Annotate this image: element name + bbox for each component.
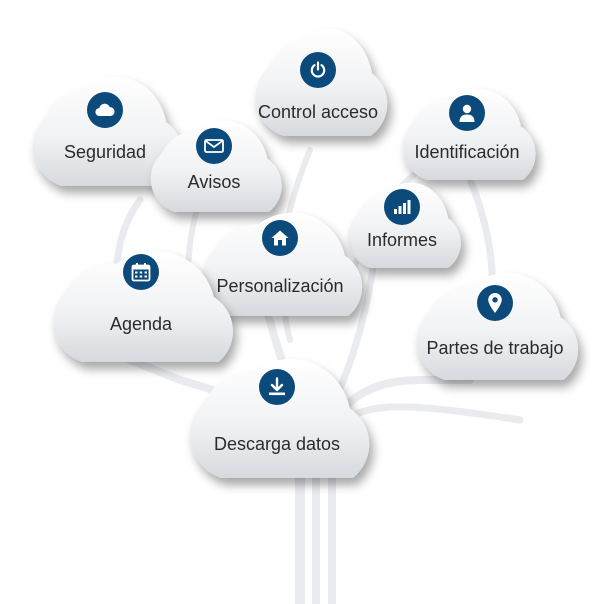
user-icon [449, 95, 485, 131]
download-icon [259, 369, 295, 405]
home-icon [262, 220, 298, 256]
cloud-label-seguridad: Seguridad [63, 142, 147, 162]
cloud-label-control-acceso: Control acceso [257, 102, 379, 122]
envelope-icon [196, 128, 232, 164]
cloud-label-informes: Informes [366, 230, 438, 250]
cloud-label-partes-de-trabajo: Partes de trabajo [426, 338, 564, 358]
cloud-node-informes[interactable]: Informes [0, 0, 437, 250]
cloud-node-identificacion[interactable]: Identificación [0, 0, 520, 162]
cloud-label-avisos: Avisos [187, 172, 241, 192]
cloud-descarga-datos [190, 358, 370, 478]
calendar-icon [123, 254, 159, 290]
cloud-node-agenda[interactable]: Agenda [0, 0, 172, 334]
cloud-node-descarga-datos[interactable]: Descarga datos [0, 0, 340, 454]
cloud-label-descarga-datos: Descarga datos [213, 434, 341, 454]
cloud-partes-de-trabajo [416, 272, 579, 380]
power-icon [300, 52, 336, 88]
map-pin-icon [477, 285, 513, 321]
cloud-avisos [150, 120, 282, 212]
cloud-node-personalizacion[interactable]: Personalización [0, 0, 344, 296]
cloud-identificacion [402, 88, 536, 180]
cloud-personalizacion [202, 212, 363, 316]
cloud-label-agenda: Agenda [109, 314, 173, 334]
cloud-label-personalizacion: Personalización [216, 276, 344, 296]
cloud-node-control-acceso[interactable]: Control acceso [0, 0, 378, 122]
cloud-label-identificacion: Identificación [414, 142, 520, 162]
cloud-informes [348, 182, 461, 268]
cloud-node-partes-de-trabajo[interactable]: Partes de trabajo [0, 0, 564, 358]
cloud-shapes [32, 28, 579, 478]
cloud-node-avisos[interactable]: Avisos [0, 0, 240, 192]
cloud-node-seguridad[interactable]: Seguridad [0, 0, 146, 162]
bar-chart-icon [384, 189, 420, 225]
cloud-icon [87, 92, 123, 128]
cloud-agenda [53, 250, 233, 362]
cloud-seguridad [32, 76, 183, 186]
